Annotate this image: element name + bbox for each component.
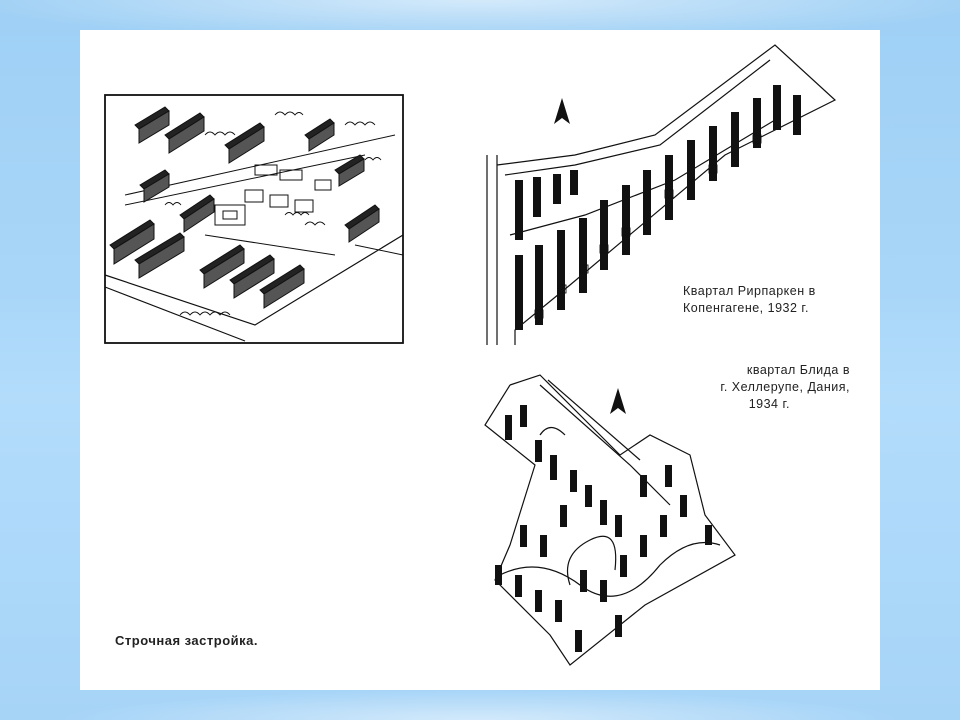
- caption-line: Копенгагене, 1932 г.: [683, 301, 809, 315]
- north-arrow-icon: [610, 388, 626, 414]
- caption-line: Квартал Рирпаркен в: [683, 284, 816, 298]
- main-caption: Строчная застройка.: [115, 633, 258, 648]
- caption-line: квартал Блида в: [746, 363, 850, 377]
- north-arrow-icon: [554, 98, 570, 124]
- caption-line: 1934 г.: [748, 397, 790, 411]
- document-page: Квартал Рирпаркен в Копенгагене, 1932 г.: [80, 30, 880, 690]
- caption-ripparken: Квартал Рирпаркен в Копенгагене, 1932 г.: [683, 283, 816, 317]
- blida-plan: [484, 374, 736, 666]
- caption-blida: квартал Блида в г. Хеллерупе, Дания, 193…: [675, 362, 850, 413]
- caption-line: г. Хеллерупе, Дания,: [720, 380, 850, 394]
- ripparken-plan: [486, 44, 837, 345]
- isometric-drawing: [104, 94, 404, 344]
